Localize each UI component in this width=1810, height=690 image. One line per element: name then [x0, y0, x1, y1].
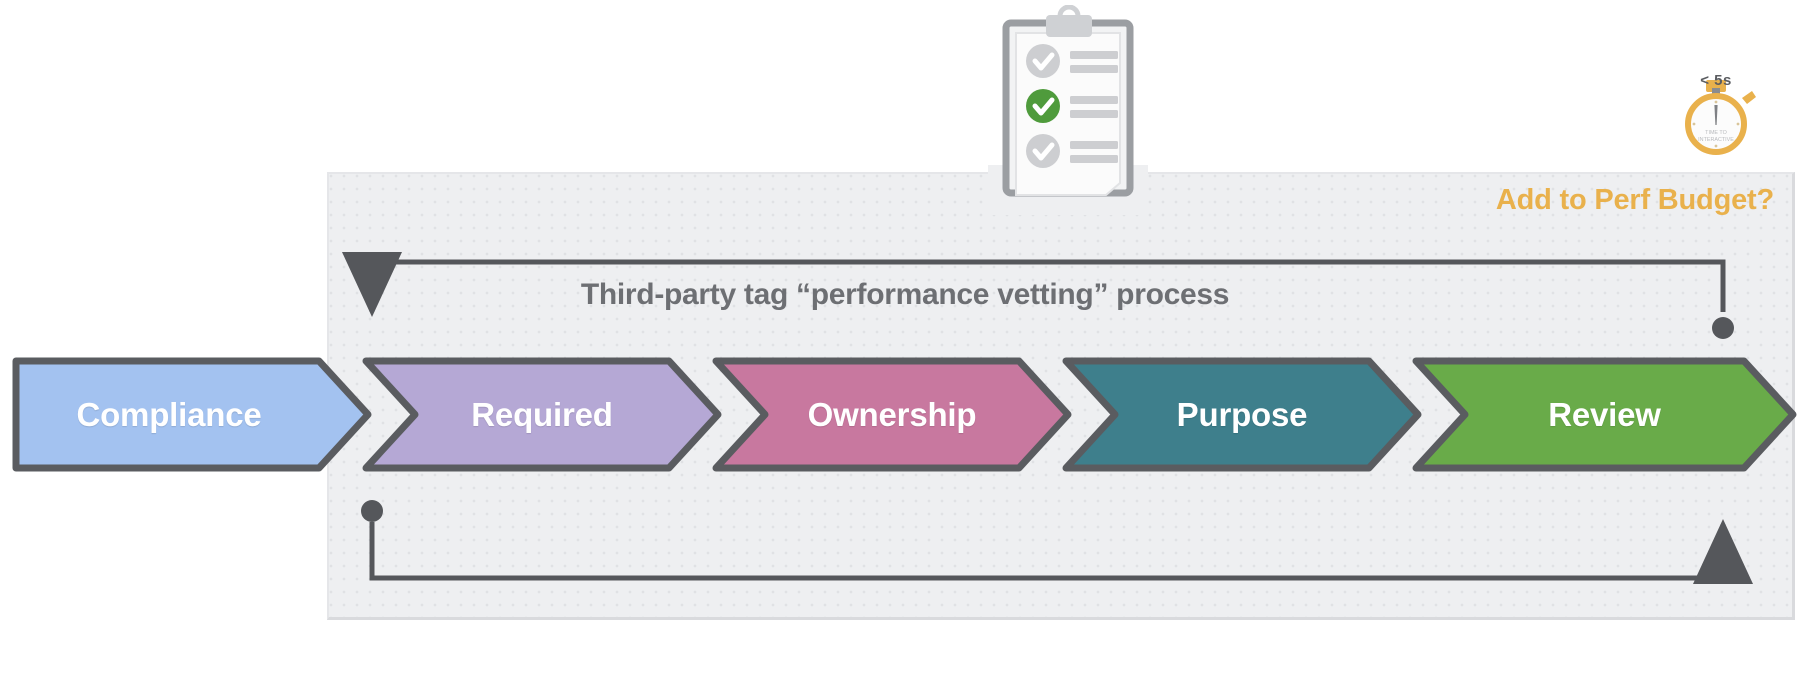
- stopwatch-dial-line1: TIME TO: [1705, 130, 1727, 136]
- add-to-perf-budget-label: Add to Perf Budget?: [1495, 184, 1774, 216]
- process-stage-required[interactable]: Required: [362, 357, 722, 472]
- stopwatch-icon: TIME TO INTERACTIVE: [1666, 62, 1766, 162]
- stage-label: Review: [1548, 395, 1661, 433]
- process-title: Third-party tag “performance vetting” pr…: [580, 278, 1230, 311]
- clipboard-icon: [988, 4, 1148, 220]
- stage-label: Ownership: [807, 395, 977, 433]
- process-stage-review[interactable]: Review: [1412, 357, 1797, 472]
- stopwatch-dial-line2: INTERACTIVE: [1698, 137, 1734, 143]
- stage-label: Purpose: [1176, 395, 1308, 433]
- process-stage-row: Compliance Required Ownership Purpose: [0, 357, 1810, 472]
- process-stage-purpose[interactable]: Purpose: [1062, 357, 1422, 472]
- process-stage-ownership[interactable]: Ownership: [712, 357, 1072, 472]
- stopwatch-threshold-label: < 5s: [1700, 72, 1732, 89]
- stage-label: Required: [471, 395, 613, 433]
- stage-label: Compliance: [76, 395, 262, 433]
- process-stage-compliance[interactable]: Compliance: [12, 357, 372, 472]
